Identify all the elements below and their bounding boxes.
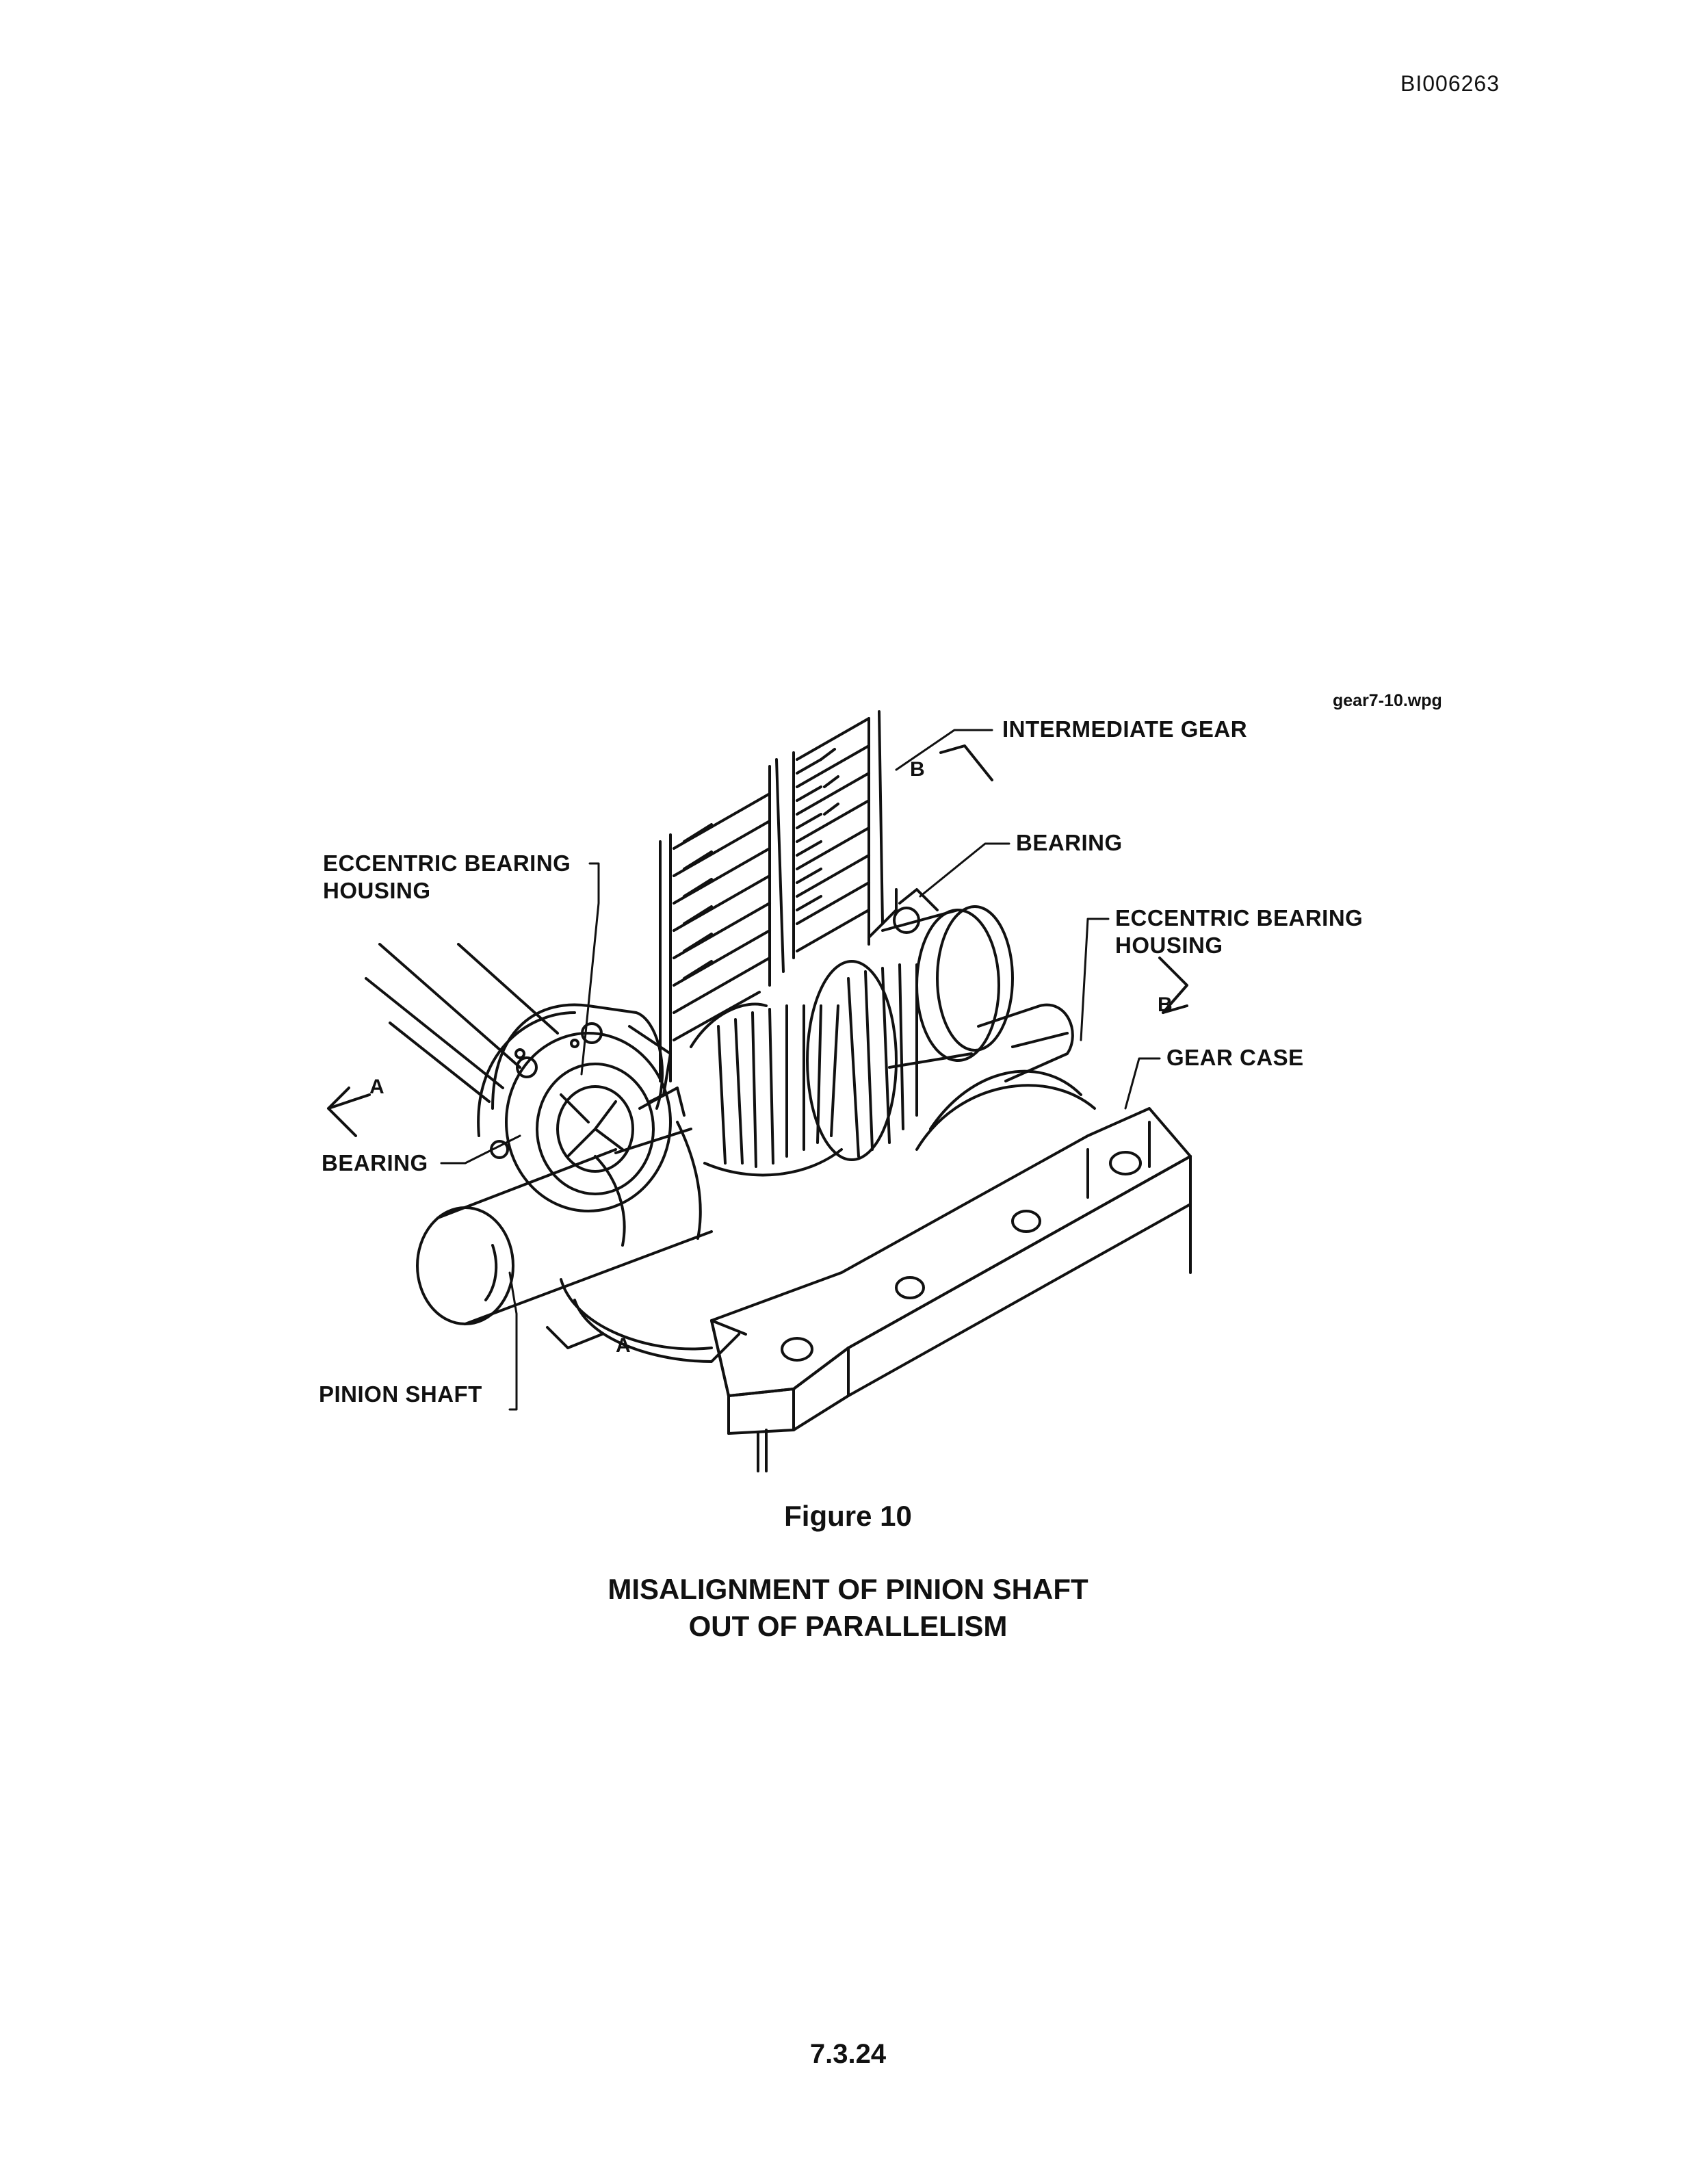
label-eccentric-bearing-housing-right-line1: ECCENTRIC BEARING [1115, 905, 1364, 931]
figure-caption-line-1: MISALIGNMENT OF PINION SHAFT [608, 1573, 1088, 1605]
label-bearing-left: BEARING [322, 1150, 428, 1175]
figure-caption-line-2: OUT OF PARALLELISM [688, 1610, 1008, 1642]
label-intermediate-gear: INTERMEDIATE GEAR [1002, 716, 1248, 742]
section-arrows [327, 744, 1188, 1349]
section-mark-a-bottom: A [616, 1334, 631, 1357]
left-bearing-housing [477, 1003, 686, 1212]
document-id: BI006263 [1400, 71, 1500, 96]
page-number: 7.3.24 [809, 2039, 887, 2069]
section-mark-a-left: A [369, 1076, 384, 1098]
figure-caption: MISALIGNMENT OF PINION SHAFT OUT OF PARA… [0, 1571, 1696, 1645]
label-bearing-right: BEARING [1016, 830, 1123, 855]
label-pinion-shaft: PINION SHAFT [319, 1381, 482, 1407]
figure-number: Figure 10 [784, 1500, 912, 1532]
label-eccentric-bearing-housing-right-line2: HOUSING [1115, 933, 1223, 958]
section-mark-b-top: B [910, 758, 925, 781]
leader-lines [440, 729, 1161, 1411]
section-mark-b-right: B [1158, 993, 1173, 1016]
pinion-gear [690, 960, 918, 1177]
right-bearing-housing [881, 888, 1074, 1082]
label-gear-case: GEAR CASE [1166, 1045, 1304, 1070]
gear-case [560, 1069, 1192, 1472]
intermediate-gear [659, 710, 898, 1082]
pinion-shaft-front [416, 1121, 713, 1325]
pinion-shaft-rear [365, 943, 559, 1103]
label-eccentric-bearing-housing-left-line1: ECCENTRIC BEARING [323, 850, 571, 876]
label-eccentric-bearing-housing-left-line2: HOUSING [323, 878, 431, 903]
figure-file-tag: gear7-10.wpg [1333, 691, 1442, 710]
